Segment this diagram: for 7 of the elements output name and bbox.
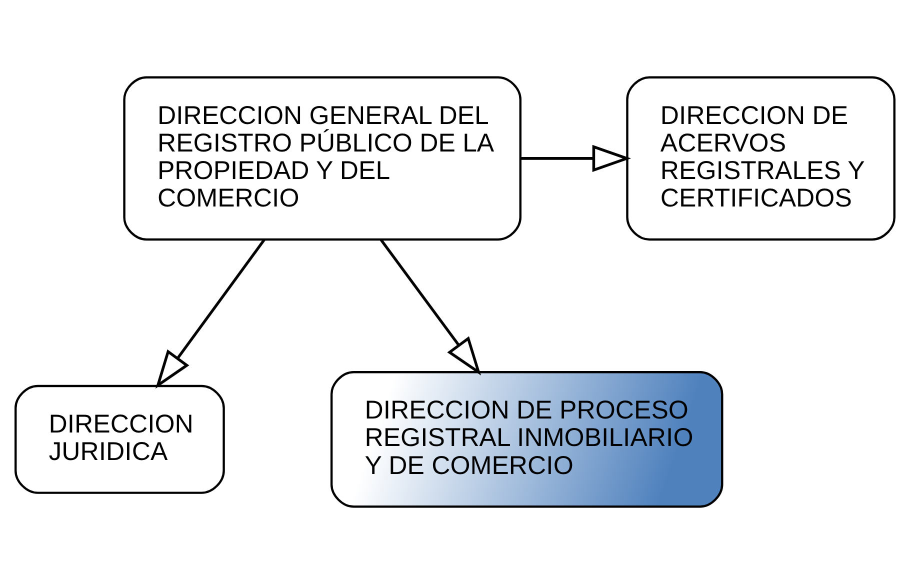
arrow [521, 144, 632, 172]
arrow [155, 238, 266, 389]
node-box: DIRECCION JURIDICA [14, 384, 225, 494]
node-box: DIRECCION DE ACERVOS REGISTRALES Y CERTIFICADOS [626, 76, 896, 241]
arrow [380, 238, 482, 376]
node-box: DIRECCION DE PROCESO REGISTRAL INMOBILIARIO Y DE COMERCIO [330, 371, 724, 508]
node-box: DIRECCION GENERAL DEL REGISTRO PÚBLICO DE LA PROPIEDAD Y DEL COMERCIO [123, 76, 522, 241]
